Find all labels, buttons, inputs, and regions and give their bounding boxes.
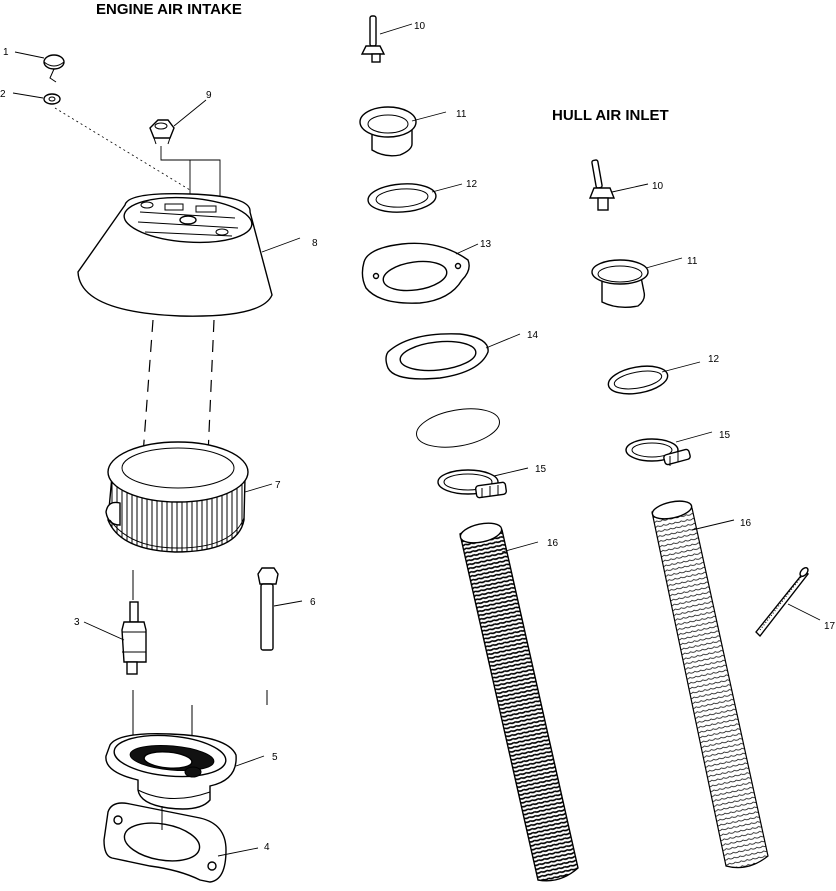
part-16-hose-dark [459,522,579,882]
leader-9 [173,99,207,127]
leader-12b [661,361,701,373]
leader-16a [501,541,539,553]
part-3-fitting [121,570,147,745]
callout-16b: 16 [740,518,752,529]
part-10-vent-fitting [360,15,386,63]
part-16-hose-light [651,500,769,869]
part-1-cap [43,54,65,83]
part-11-flange-hull [591,259,649,309]
leader-6 [273,600,303,607]
guide-line-washer [54,107,191,191]
part-17-tie-strap [755,567,810,638]
callout-13: 13 [480,239,492,250]
callout-4: 4 [264,842,270,853]
callout-8: 8 [312,238,318,249]
part-2-washer [43,93,61,105]
guide-dash-left [142,319,154,456]
part-12-ring-hull [607,365,669,395]
leader-13 [455,243,479,255]
part-7-air-filter [105,441,249,553]
callout-6: 6 [310,597,316,608]
part-10-fitting-hull [588,159,616,211]
leader-11b [645,257,683,269]
callout-11b: 11 [687,256,698,267]
hull-air-inlet-title: HULL AIR INLET [552,107,669,124]
callout-7: 7 [275,480,281,491]
callout-12b: 12 [708,354,720,365]
leader-3 [83,621,125,641]
callout-12a: 12 [466,179,478,190]
leader-14 [485,333,521,349]
leader-16b [691,519,735,531]
part-11-flange [359,106,417,157]
callout-9: 9 [206,90,212,101]
callout-1: 1 [3,47,9,58]
leader-10b [611,183,649,193]
part-13-plate [361,242,470,304]
leader-17 [787,603,821,621]
callout-10b: 10 [652,181,664,192]
callout-5: 5 [272,752,278,763]
part-5-base [105,705,237,810]
leader-2 [12,92,44,99]
leader-7 [244,483,273,493]
part-14-gasket [385,333,489,380]
part-6-bolt [257,567,279,705]
nut-guide-bracket [160,146,221,205]
leader-1 [14,51,45,59]
callout-11a: 11 [456,109,467,120]
leader-11a [411,111,447,122]
part-12-ring [367,183,437,213]
leader-15b [675,431,713,443]
callout-16a: 16 [547,538,559,549]
leader-4 [217,847,259,857]
leader-5 [235,755,265,767]
callout-3: 3 [74,617,80,628]
callout-2: 2 [0,89,6,100]
part-8-housing [77,193,273,317]
part-15-clamp-hull [625,438,691,466]
part-4-gasket [103,802,227,883]
callout-17: 17 [824,621,836,632]
guide-dash-right [207,319,215,456]
callout-15b: 15 [719,430,731,441]
part-15-hose-clamp [437,469,508,499]
part-9-nut [149,119,175,145]
callout-14: 14 [527,330,539,341]
engine-air-intake-title: ENGINE AIR INTAKE [96,1,242,18]
callout-10a: 10 [414,21,426,32]
leader-15a [493,467,529,477]
leader-8 [261,237,301,253]
leader-12a [431,183,463,193]
callout-15a: 15 [535,464,547,475]
leader-10a [379,23,413,35]
part-seal-ring [416,408,500,448]
